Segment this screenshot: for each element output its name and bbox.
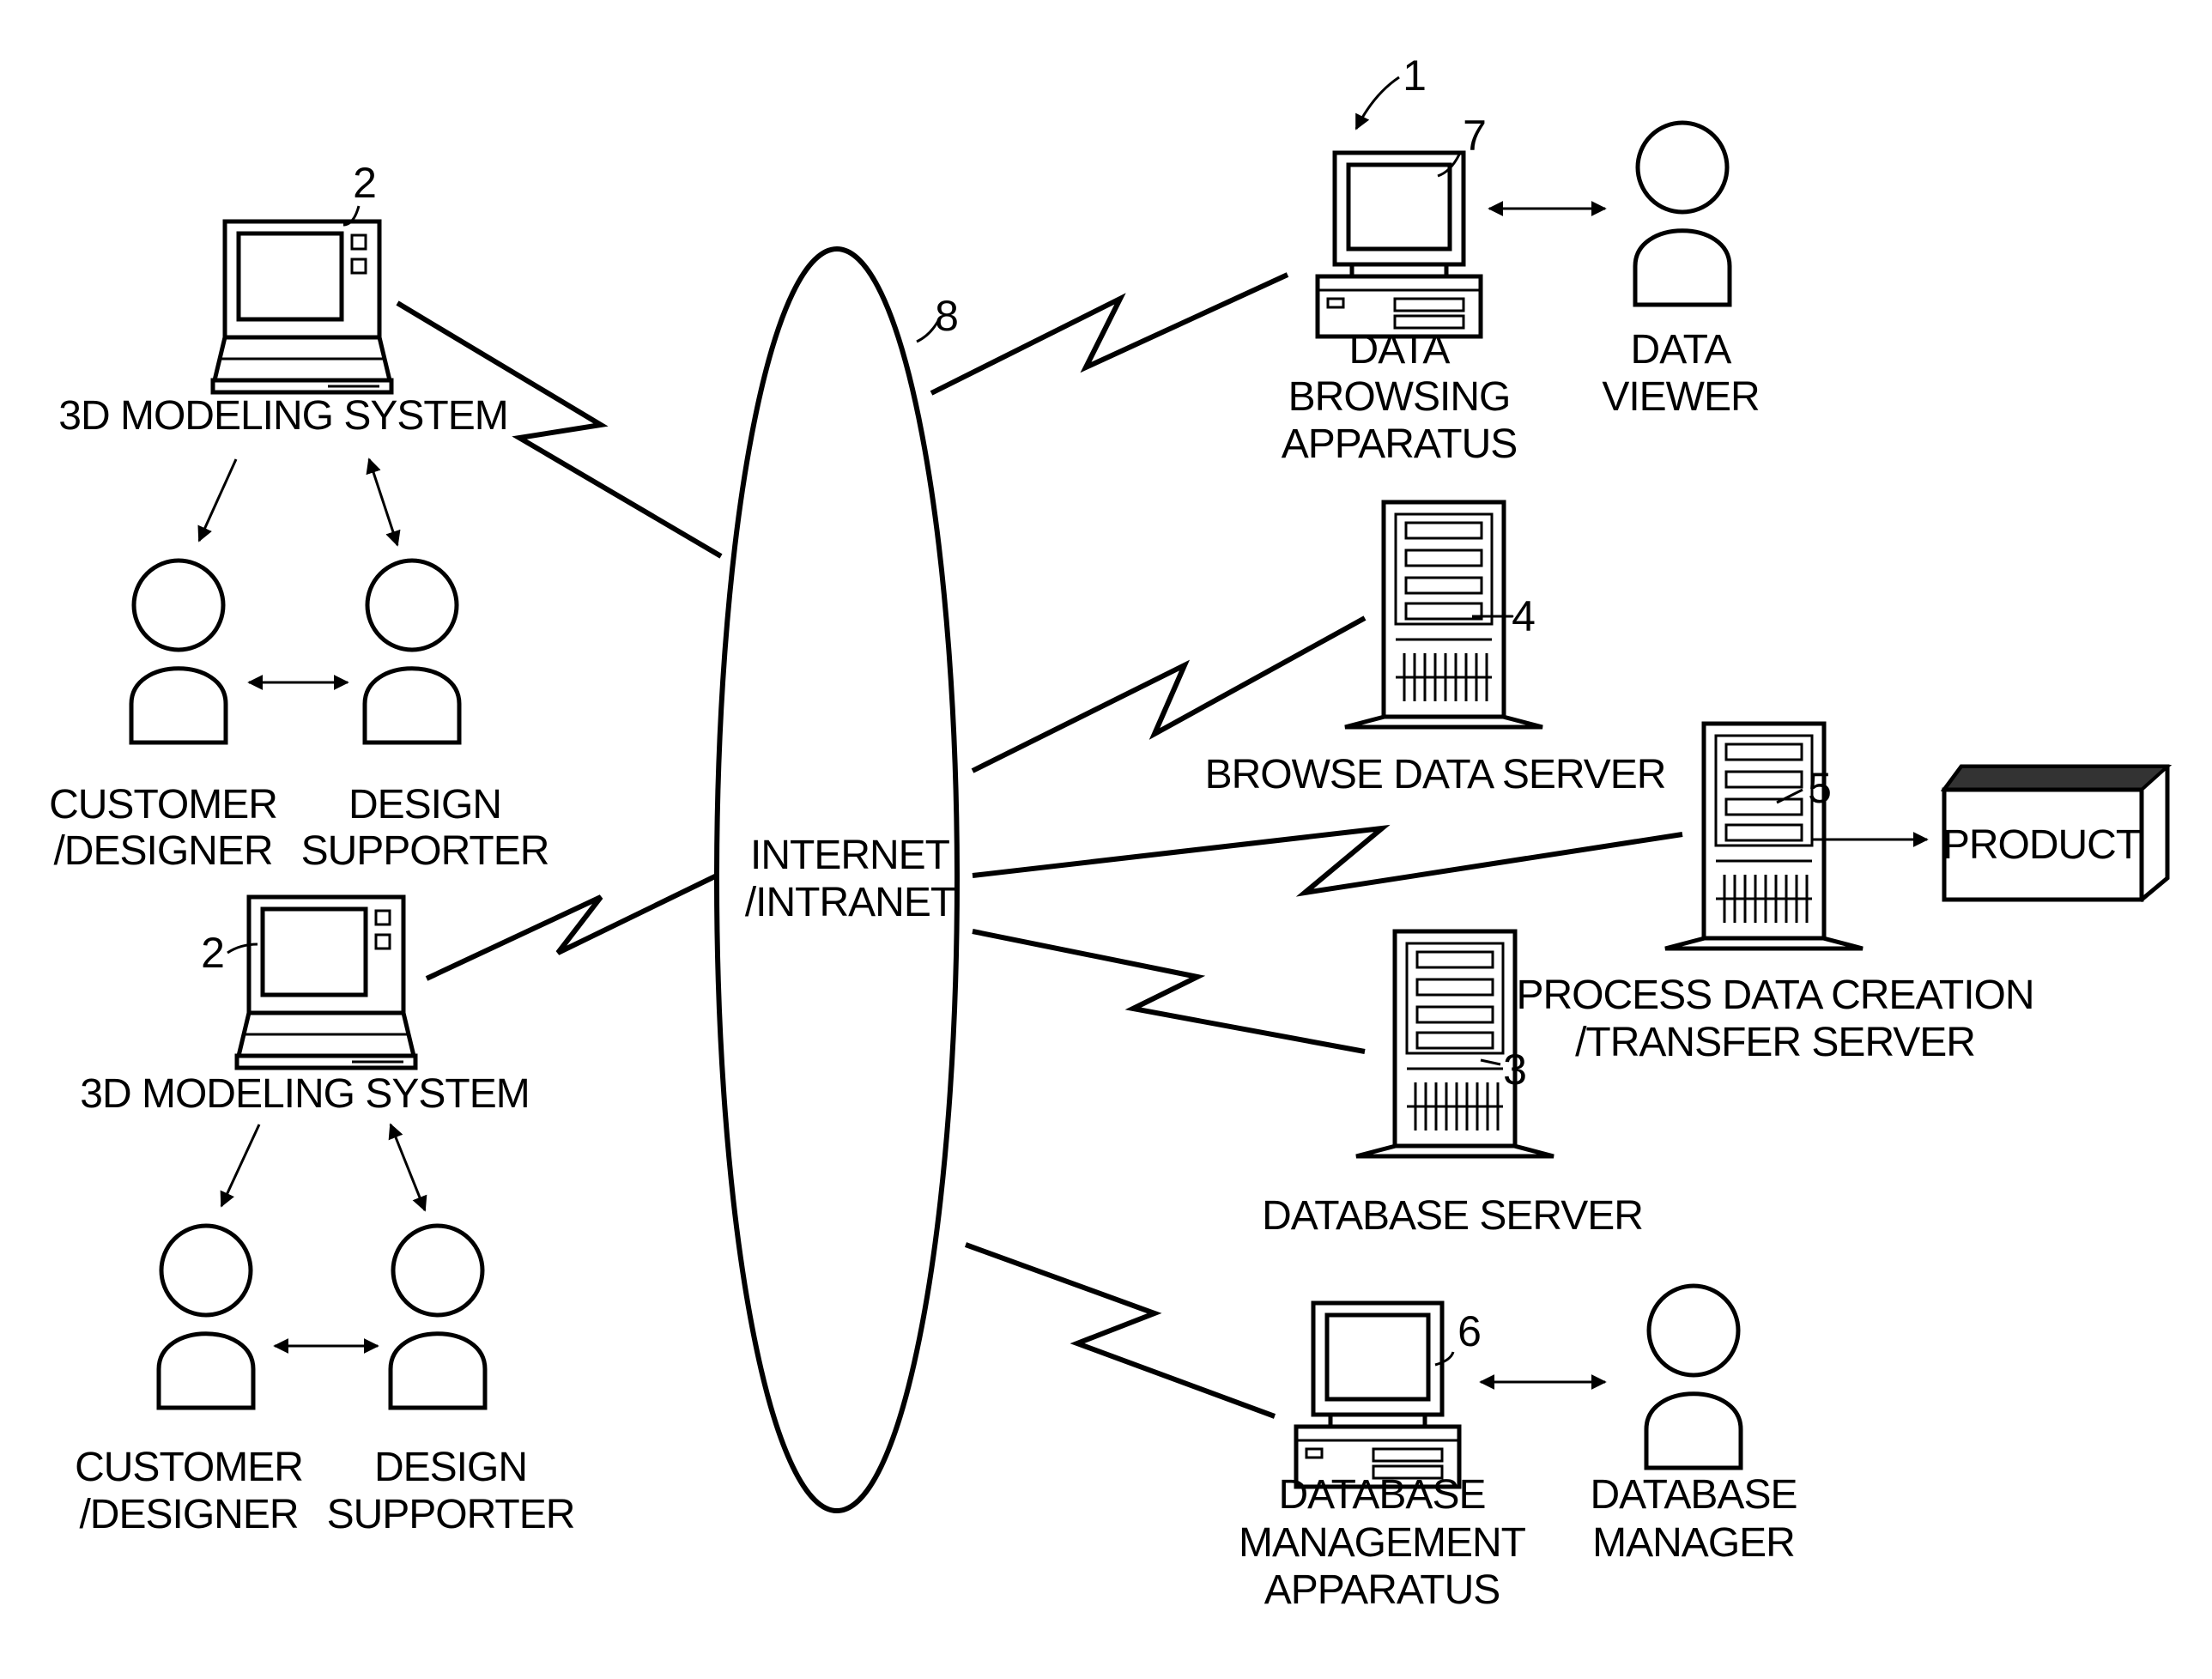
left-bottom-customer-line1: CUSTOMER bbox=[75, 1445, 303, 1490]
data-browsing-ref: 7 bbox=[1463, 112, 1487, 160]
supporter-person-icon bbox=[365, 561, 459, 743]
process-server-line2: /TRANSFER SERVER bbox=[1575, 1020, 1975, 1065]
left-top-supporter-line2: SUPPORTER bbox=[301, 828, 549, 874]
desktop-pc-icon bbox=[1296, 1303, 1459, 1487]
process-server-ref: 5 bbox=[1808, 764, 1832, 812]
laptop-icon bbox=[213, 221, 391, 392]
data-browsing-line1: DATA bbox=[1349, 327, 1451, 373]
data-viewer-person-icon bbox=[1635, 123, 1730, 305]
customer-person-icon bbox=[159, 1226, 253, 1408]
left-bottom-customer-line2: /DESIGNER bbox=[79, 1492, 298, 1537]
network-label-line1: INTERNET bbox=[750, 833, 950, 878]
db-manager-line1: DATABASE bbox=[1591, 1472, 1797, 1518]
data-viewer-line1: DATA bbox=[1631, 327, 1732, 373]
link-bolt-database-server bbox=[973, 931, 1365, 1052]
arrow-system-to-customer bbox=[199, 459, 236, 541]
link-bolt-data-browsing bbox=[931, 275, 1288, 393]
left-bottom-system-label: 3D MODELING SYSTEM bbox=[80, 1071, 529, 1117]
process-server-icon bbox=[1665, 724, 1863, 949]
data-browsing-line2: BROWSING bbox=[1288, 374, 1511, 420]
process-server-line1: PROCESS DATA CREATION bbox=[1516, 973, 2033, 1018]
db-mgmt-line1: DATABASE bbox=[1279, 1472, 1486, 1518]
arrow-system-supporter bbox=[391, 1124, 425, 1210]
data-viewer-line2: VIEWER bbox=[1602, 374, 1759, 420]
left-top-customer-line1: CUSTOMER bbox=[49, 782, 277, 827]
database-server-ref: 3 bbox=[1503, 1046, 1527, 1094]
link-bolt-browse-server bbox=[973, 618, 1365, 771]
left-top-customer-line2: /DESIGNER bbox=[53, 828, 272, 874]
left-top-ref: 2 bbox=[353, 159, 377, 207]
db-mgmt-ref: 6 bbox=[1457, 1307, 1482, 1355]
left-top-system-label: 3D MODELING SYSTEM bbox=[58, 393, 507, 439]
db-mgmt-line3: APPARATUS bbox=[1264, 1567, 1500, 1613]
left-top-supporter-line1: DESIGN bbox=[348, 782, 501, 827]
system-ref: 1 bbox=[1403, 52, 1427, 100]
customer-person-icon bbox=[131, 561, 226, 743]
network-label-line2: /INTRANET bbox=[745, 880, 955, 925]
database-server-icon bbox=[1356, 931, 1554, 1156]
data-browsing-line3: APPARATUS bbox=[1282, 421, 1518, 467]
link-bolt-process-server bbox=[973, 828, 1682, 893]
arrow-system-to-customer bbox=[221, 1124, 259, 1206]
browse-server-label: BROWSE DATA SERVER bbox=[1205, 752, 1666, 797]
system-ref-arrow bbox=[1356, 77, 1399, 129]
db-mgmt-line2: MANAGEMENT bbox=[1239, 1520, 1526, 1566]
network-ref: 8 bbox=[935, 292, 959, 340]
database-manager-person-icon bbox=[1646, 1286, 1741, 1468]
left-bottom-supporter-line2: SUPPORTER bbox=[327, 1492, 575, 1537]
left-bottom-supporter-line1: DESIGN bbox=[374, 1445, 527, 1490]
browse-server-ref: 4 bbox=[1512, 592, 1536, 640]
product-label: PRODUCT bbox=[1942, 822, 2141, 868]
link-bolt-db-mgmt bbox=[966, 1245, 1275, 1416]
arrow-system-supporter bbox=[369, 459, 397, 545]
db-manager-line2: MANAGER bbox=[1592, 1520, 1795, 1566]
database-server-label: DATABASE SERVER bbox=[1262, 1193, 1643, 1239]
link-bolt-bottom-left bbox=[427, 876, 717, 979]
desktop-pc-icon bbox=[1318, 153, 1481, 336]
laptop-icon bbox=[237, 897, 415, 1068]
left-bottom-ref: 2 bbox=[201, 929, 225, 977]
supporter-person-icon bbox=[391, 1226, 485, 1408]
